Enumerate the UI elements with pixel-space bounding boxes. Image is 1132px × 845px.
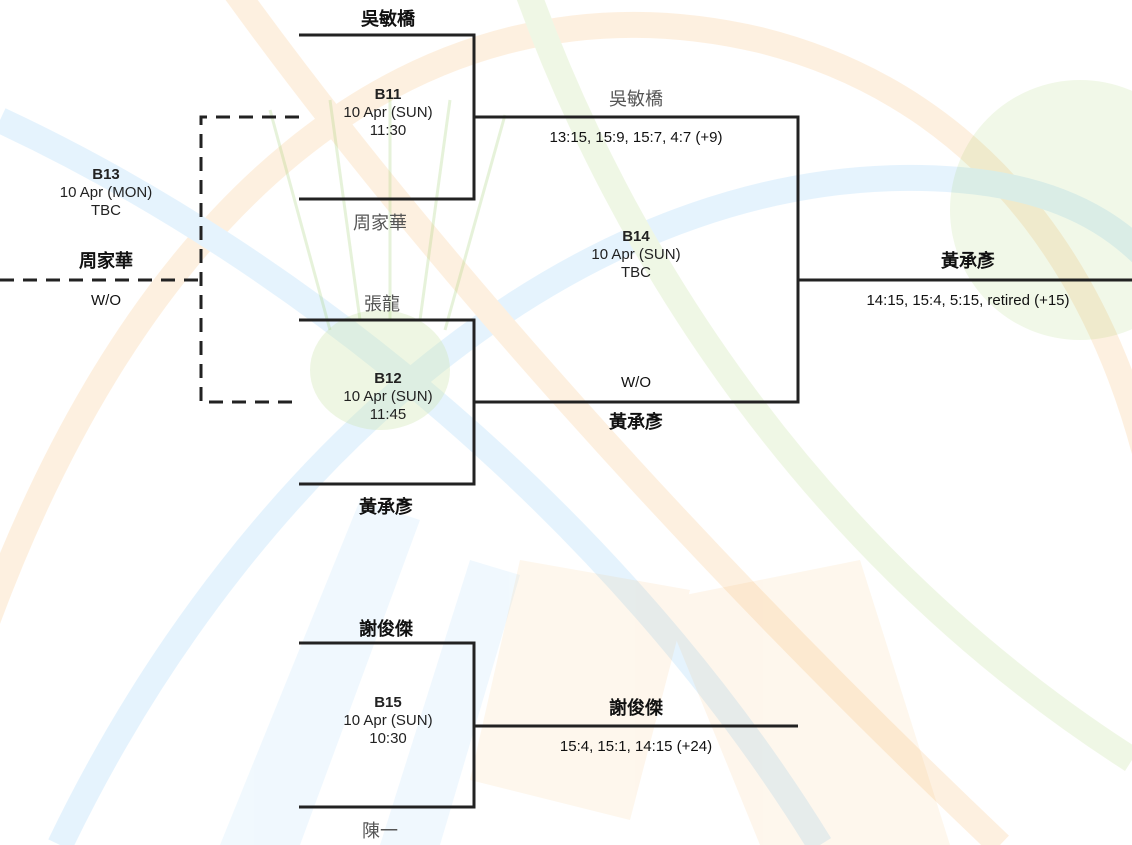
b11-match-time: 11:30 [369,122,407,139]
b13-match-id: B13 [92,166,120,183]
b14-match-time: TBC [620,264,651,281]
b13-match-info: B13 10 Apr (MON) TBC [60,166,153,220]
b15-player-top: 謝俊傑 [359,619,413,639]
b11-match-info: B11 10 Apr (SUN) 11:30 [343,86,432,140]
b15-match-info: B15 10 Apr (SUN) 10:30 [343,694,432,748]
b15-match-id: B15 [374,694,402,711]
b13-match-time: TBC [91,202,121,219]
b11-player-top: 吳敏橋 [361,9,415,29]
b14-result: 14:15, 15:4, 5:15, retired (+15) [866,292,1070,309]
b11-match-date: 10 Apr (SUN) [343,104,433,121]
b14-winner: 黃承彥 [941,251,995,271]
b14-player-bottom: 黃承彥 [609,412,663,432]
b13-result: W/O [91,292,121,309]
b15-player-bottom: 陳一 [362,821,398,841]
b15-match-date: 10 Apr (SUN) [343,712,433,729]
b14-score-bottom: W/O [621,374,651,391]
b12-match-time: 11:45 [369,406,407,423]
b14-player-top: 吳敏橋 [609,89,663,109]
b13-winner: 周家華 [79,251,133,271]
b11-player-bottom: 周家華 [353,213,407,233]
b14-bracket-line [474,115,800,404]
b15-match-time: 10:30 [369,730,407,747]
b12-player-bottom: 黃承彥 [359,497,413,517]
b11-match-id: B11 [374,86,402,103]
b13-bracket-line [199,115,299,404]
b13-match-date: 10 Apr (MON) [59,184,153,201]
b12-match-info: B12 10 Apr (SUN) 11:45 [343,370,432,424]
b14-match-id: B14 [622,228,650,245]
b12-match-date: 10 Apr (SUN) [343,388,433,405]
b12-match-id: B12 [374,370,402,387]
b14-match-date: 10 Apr (SUN) [591,246,681,263]
b12-player-top: 張龍 [364,294,400,314]
b15-winner: 謝俊傑 [609,698,663,718]
b14-score-top: 13:15, 15:9, 15:7, 4:7 (+9) [549,129,723,146]
b14-match-info: B14 10 Apr (SUN) TBC [591,228,680,282]
b15-result: 15:4, 15:1, 14:15 (+24) [559,738,713,755]
